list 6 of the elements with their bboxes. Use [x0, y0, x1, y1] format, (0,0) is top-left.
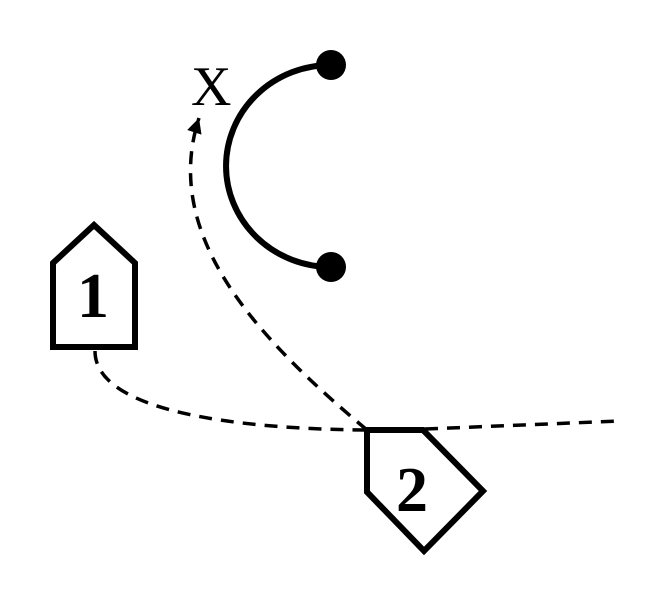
dashed-arrow: [188, 118, 368, 432]
pentagon-marker: [361, 426, 487, 554]
player-number: 1: [77, 264, 109, 328]
destination-label: X: [191, 59, 232, 115]
pentagon-marker: [49, 220, 139, 352]
player-number: 2: [396, 458, 428, 522]
